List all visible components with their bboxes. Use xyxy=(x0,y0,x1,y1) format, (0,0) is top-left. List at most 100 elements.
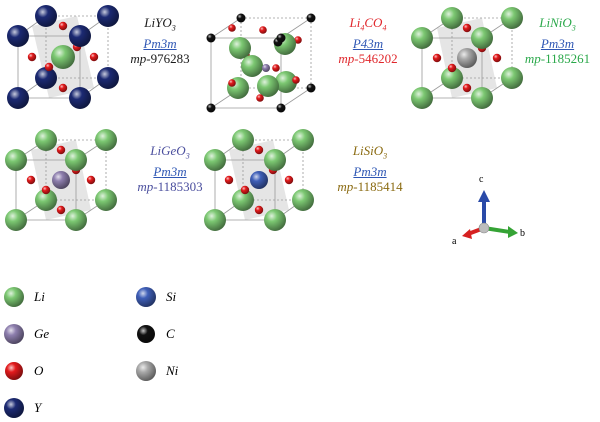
c-atom xyxy=(306,13,316,23)
legend-label: Ni xyxy=(166,363,179,378)
cell-linio3 xyxy=(411,7,523,109)
y-atom xyxy=(97,5,119,27)
o-atom xyxy=(256,94,264,102)
label-li4co4: Li4CO4 P43m mp-546202 xyxy=(318,15,418,66)
o-atom xyxy=(26,175,36,185)
li-atom xyxy=(275,71,297,93)
legend-item-si: Si xyxy=(156,289,176,305)
label-lisio3: LiSiO3 Pm3m mp-1185414 xyxy=(320,143,420,194)
o-atom xyxy=(41,185,51,195)
o-atom xyxy=(272,64,280,72)
li-atom xyxy=(35,189,57,211)
spacegroup: P43m xyxy=(352,35,384,51)
axis-c-arrowhead xyxy=(478,190,490,202)
o-atom xyxy=(224,175,234,185)
li-atom xyxy=(411,87,433,109)
legend-label: C xyxy=(166,326,175,341)
o-atom xyxy=(292,76,300,84)
o-atom xyxy=(228,79,236,87)
o-atom xyxy=(447,63,457,73)
axis-label-b: b xyxy=(520,228,525,239)
li-atom xyxy=(95,189,117,211)
formula: LiYO3 xyxy=(144,15,176,33)
li-atom xyxy=(441,7,463,29)
li-atom xyxy=(35,129,57,151)
label-ligeo3: LiGeO3 Pm3m mp-1185303 xyxy=(120,143,220,194)
y-atom xyxy=(7,25,29,47)
legend-item-c: C xyxy=(156,326,175,342)
li-atom xyxy=(264,209,286,231)
li-atom xyxy=(204,209,226,231)
axes-origin xyxy=(478,222,490,234)
legend-item-ni: Ni xyxy=(156,363,178,379)
y-atom xyxy=(69,87,91,109)
cell-lisio3 xyxy=(204,129,314,231)
formula: LiNiO3 xyxy=(539,15,576,33)
legend-ni-atom xyxy=(136,361,156,381)
li-atom xyxy=(229,37,251,59)
li-atom xyxy=(264,149,286,171)
y-atom xyxy=(7,87,29,109)
spacegroup: Pm3m xyxy=(153,163,187,179)
mp-id: mp-546202 xyxy=(338,50,398,66)
formula: LiSiO3 xyxy=(352,143,388,161)
li-atom xyxy=(232,129,254,151)
legend-label: Si xyxy=(166,289,177,304)
o-atom xyxy=(240,185,250,195)
legend-o-atom xyxy=(5,362,23,380)
o-atom xyxy=(89,52,99,62)
axis-label-c: c xyxy=(479,174,484,185)
axis-a-arrowhead xyxy=(462,229,472,239)
li-atom xyxy=(241,55,263,77)
legend-label: Ge xyxy=(34,326,50,341)
y-atom xyxy=(97,67,119,89)
li-atom xyxy=(501,67,523,89)
mp-id: mp-1185303 xyxy=(137,178,203,194)
o-atom xyxy=(86,175,96,185)
o-atom xyxy=(44,62,54,72)
li-atom xyxy=(501,7,523,29)
li-atom xyxy=(5,209,27,231)
ge-atom xyxy=(262,64,270,72)
legend-ge-atom xyxy=(4,324,24,344)
o-atom xyxy=(58,21,68,31)
formula: LiGeO3 xyxy=(150,143,190,161)
legend-label: Y xyxy=(34,400,42,415)
axis-b-arrowhead xyxy=(508,226,518,238)
c-atom xyxy=(306,83,316,93)
li-atom xyxy=(232,189,254,211)
mp-id: mp-1185261 xyxy=(524,50,591,66)
o-atom xyxy=(58,83,68,93)
spacegroup: Pm3m xyxy=(353,163,387,179)
li-atom xyxy=(292,129,314,151)
cell-li4co4 xyxy=(206,13,316,113)
legend-li-atom xyxy=(4,287,24,307)
li-atom xyxy=(441,67,463,89)
mp-id: mp-976283 xyxy=(130,50,190,66)
legend-item-o: O xyxy=(24,363,43,379)
legend-item-li: Li xyxy=(24,289,45,305)
li-atom xyxy=(5,149,27,171)
li-atom xyxy=(471,87,493,109)
legend-item-y: Y xyxy=(24,400,41,416)
cell-ligeo3 xyxy=(5,129,117,231)
legend-y-atom xyxy=(4,398,24,418)
c-atom xyxy=(206,33,216,43)
o-atom xyxy=(254,205,264,215)
li-atom xyxy=(411,27,433,49)
cell-liyo3 xyxy=(7,5,119,109)
o-atom xyxy=(56,205,66,215)
legend-si-atom xyxy=(136,287,156,307)
li-atom xyxy=(65,209,87,231)
li-atom xyxy=(95,129,117,151)
o-atom xyxy=(56,145,66,155)
legend-label: Li xyxy=(34,289,45,304)
y-atom xyxy=(35,5,57,27)
o-atom xyxy=(462,23,472,33)
o-atom xyxy=(294,36,302,44)
o-atom xyxy=(259,26,267,34)
li-atom xyxy=(65,149,87,171)
axis-label-a: a xyxy=(452,236,457,247)
o-atom xyxy=(432,53,442,63)
